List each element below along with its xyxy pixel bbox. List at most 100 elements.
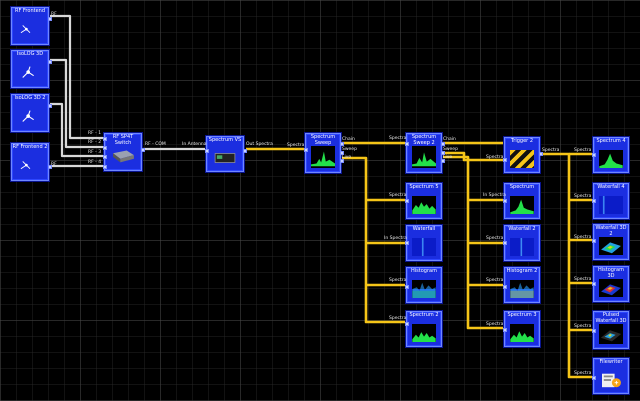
- node-filewriter[interactable]: Filewriter: [592, 358, 629, 394]
- port-dot[interactable]: [592, 329, 596, 333]
- node-title: Waterfall 3D 2: [595, 225, 627, 237]
- port-dot[interactable]: [441, 142, 445, 146]
- node-histogram-3d[interactable]: Histogram 3D: [592, 266, 629, 302]
- port-dot[interactable]: [592, 239, 596, 243]
- port-dot[interactable]: [503, 158, 507, 162]
- node-spectrum-2[interactable]: Spectrum 2: [405, 311, 442, 347]
- node-title: IsoLOG 3D 2: [14, 95, 46, 101]
- port-rf: RF: [51, 12, 57, 17]
- node-spectrum-4[interactable]: Spectrum 4: [592, 137, 629, 173]
- node-title: RF SP4T Switch: [112, 134, 134, 146]
- port-label-in-spectra: In Spectra: [384, 236, 407, 241]
- port-dot[interactable]: [48, 60, 52, 64]
- port-dot[interactable]: [405, 322, 409, 326]
- node-histogram-2[interactable]: Histogram 2: [503, 267, 540, 303]
- node-waterfall-3d-2[interactable]: Waterfall 3D 2: [592, 224, 629, 260]
- port-dot[interactable]: [340, 151, 344, 155]
- port-dot[interactable]: [48, 17, 52, 21]
- node-title: Spectrum Sweep 2: [411, 134, 437, 146]
- port-dot[interactable]: [103, 146, 107, 150]
- port-dot[interactable]: [592, 153, 596, 157]
- port-label-live: Live: [342, 155, 352, 160]
- port-dot[interactable]: [405, 142, 409, 146]
- port-dot[interactable]: [48, 165, 52, 169]
- spectrum-icon: [412, 196, 436, 214]
- port-dot[interactable]: [592, 282, 596, 286]
- port-label-spectra: Spectra: [486, 236, 504, 241]
- port-label-rf-2: RF - 2: [88, 140, 102, 145]
- port-dot[interactable]: [441, 159, 445, 163]
- port-label-spectra: Spectra: [574, 235, 592, 240]
- antenna-icon: [17, 63, 43, 83]
- port-dot[interactable]: [340, 159, 344, 163]
- wire-rf-frontend: [50, 14, 104, 140]
- node-spectrum-sweep-2[interactable]: Spectrum Sweep 2: [405, 133, 445, 173]
- node-title: Waterfall: [412, 226, 436, 232]
- node-spectrum-3[interactable]: Spectrum 3: [503, 311, 540, 347]
- port-dot[interactable]: [243, 149, 247, 153]
- port-label-rf-4: RF - 4: [88, 160, 102, 165]
- spectrum-icon: [599, 150, 623, 168]
- node-spectrum-5[interactable]: Spectrum 5: [405, 183, 442, 219]
- port-label-live: Live: [443, 155, 453, 160]
- port-dot[interactable]: [405, 199, 409, 203]
- port-dot[interactable]: [405, 241, 409, 245]
- port-dot[interactable]: [304, 148, 308, 152]
- node-histogram[interactable]: Histogram: [405, 267, 442, 303]
- node-title: Histogram 2: [506, 268, 538, 274]
- port-dot[interactable]: [503, 199, 507, 203]
- port-label-in-antenna: In Antenna: [182, 142, 207, 147]
- node-spectrum-vs[interactable]: Spectrum VS: [205, 136, 247, 172]
- hazard-stripes-icon: [510, 150, 534, 168]
- port-dot[interactable]: [405, 285, 409, 289]
- node-rf-frontend[interactable]: RF Frontend RF: [11, 7, 57, 45]
- node-pulsed-waterfall-3d[interactable]: Pulsed Waterfall 3D: [592, 311, 629, 349]
- port-dot[interactable]: [103, 165, 107, 169]
- spectrum-icon: [311, 146, 335, 168]
- port-label-spectra: Spectra: [389, 193, 407, 198]
- node-rf-sp4t-switch[interactable]: RF SP4T Switch: [103, 133, 145, 171]
- histogram-3d-icon: [599, 279, 623, 297]
- port-dot[interactable]: [103, 137, 107, 141]
- waterfall-3d-icon: [599, 237, 623, 255]
- node-title: Spectrum: [509, 184, 535, 190]
- wire-sweep2-sweep: [443, 151, 504, 162]
- port-dot[interactable]: [592, 199, 596, 203]
- port-dot[interactable]: [539, 152, 543, 156]
- port-dot[interactable]: [340, 142, 344, 146]
- node-spectrum-sweep[interactable]: Spectrum Sweep: [304, 133, 344, 173]
- port-label-chain: Chain: [342, 137, 355, 142]
- wire-sweep-live: [342, 156, 406, 324]
- node-waterfall[interactable]: Waterfall: [405, 225, 442, 261]
- port-label-spectra: Spectra: [486, 322, 504, 327]
- device-icon: [212, 149, 238, 167]
- antenna-icon: [17, 20, 43, 40]
- node-title: Pulsed Waterfall 3D: [595, 312, 627, 324]
- node-trigger-2[interactable]: Trigger 2: [503, 137, 543, 173]
- port-dot[interactable]: [503, 285, 507, 289]
- wire-trigger-out: [541, 152, 593, 379]
- node-waterfall-2[interactable]: Waterfall 2: [503, 225, 540, 261]
- port-dot[interactable]: [503, 241, 507, 245]
- node-waterfall-4[interactable]: Waterfall 4: [592, 183, 629, 219]
- node-rf-frontend-2[interactable]: RF Frontend 2 RF: [11, 143, 57, 181]
- port-dot[interactable]: [441, 151, 445, 155]
- spectrum-icon: [412, 324, 436, 342]
- port-label-spectra: Spectra: [574, 194, 592, 199]
- node-isolog-3d-2[interactable]: IsoLOG 3D 2: [11, 94, 52, 132]
- waterfall-3d-icon: [599, 324, 623, 344]
- port-dot[interactable]: [103, 155, 107, 159]
- port-dot[interactable]: [141, 148, 145, 152]
- node-title: Histogram 3D: [598, 267, 624, 279]
- histogram-icon: [412, 280, 436, 298]
- port-dot[interactable]: [48, 104, 52, 108]
- node-spectrum[interactable]: Spectrum: [503, 183, 540, 219]
- port-label-sweep: Sweep: [342, 147, 357, 152]
- port-dot[interactable]: [503, 328, 507, 332]
- port-dot[interactable]: [205, 149, 209, 153]
- port-dot[interactable]: [592, 376, 596, 380]
- node-title: Filewriter: [599, 359, 623, 365]
- node-title: Waterfall 4: [597, 184, 625, 190]
- node-isolog-3d[interactable]: IsoLOG 3D: [11, 50, 52, 88]
